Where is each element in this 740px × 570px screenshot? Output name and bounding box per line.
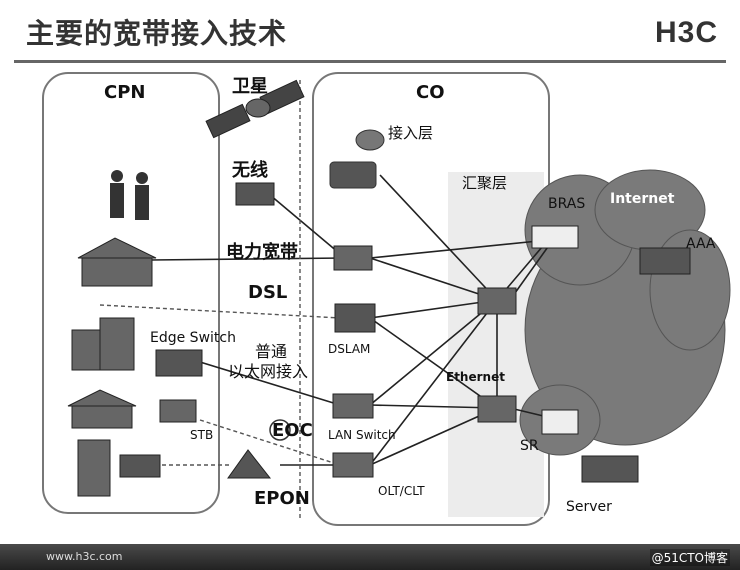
edge-switch-icon [155, 349, 203, 377]
splitter-icon [227, 449, 272, 479]
olt-clt-label: OLT/CLT [378, 484, 425, 498]
footer-bar: www.h3c.com @51CTO博客 [0, 544, 740, 570]
bras-label: BRAS [548, 196, 586, 212]
wireless-label: 无线 [232, 160, 268, 181]
wireless-ap-icon [235, 182, 275, 206]
users-icon [110, 170, 149, 220]
server-label: Server [566, 499, 612, 515]
dish-antenna-icon [329, 129, 385, 189]
cloud-switch-icon [541, 409, 579, 435]
lan-switch-label: LAN Switch [328, 428, 396, 442]
ethernet-access-label-1: 普通 [255, 342, 288, 361]
watermark: @51CTO博客 [649, 549, 730, 566]
h3c-logo: H3C [654, 16, 718, 49]
ethernet-label: Ethernet [446, 370, 505, 384]
bras-icon [531, 225, 579, 249]
eoc-label: EOC [272, 420, 313, 441]
cpn-label: CPN [104, 82, 146, 103]
aggregation-layer-label: 汇聚层 [462, 174, 508, 192]
edge-switch-label: Edge Switch [150, 330, 236, 346]
cpe-modem-icon [119, 454, 161, 478]
satellite-label: 卫星 [232, 76, 268, 97]
slide-title: 主要的宽带接入技术 [26, 17, 288, 50]
lan-switch-icon [332, 393, 374, 419]
stb-label: STB [190, 428, 214, 442]
satellite-icon [205, 79, 305, 139]
sr-router-icon [477, 395, 517, 423]
sr-label: SR [520, 438, 539, 454]
stb-icon [159, 399, 197, 423]
eoc-coupler-icon [269, 419, 291, 441]
ethernet-access-label-2: 以太网接入 [228, 362, 309, 381]
internet-label: Internet [610, 191, 675, 207]
epon-label: EPON [254, 488, 310, 509]
tower-building-icon [77, 439, 111, 497]
co-label: CO [416, 82, 445, 103]
olt-icon [332, 452, 374, 478]
footer-url: www.h3c.com [46, 550, 123, 563]
server-icon [581, 455, 639, 483]
small-house-icon [67, 389, 137, 429]
dslam-label: DSLAM [328, 342, 371, 356]
access-layer-label: 接入层 [388, 124, 434, 142]
house-icon [77, 237, 157, 287]
dsl-label: DSL [248, 282, 288, 303]
dslam-icon [334, 303, 376, 333]
cpn-zone [42, 72, 220, 514]
aggregation-switch-icon [477, 287, 517, 315]
title-divider [14, 60, 726, 63]
aaa-server-icon [639, 247, 691, 275]
access-switch-icon [333, 245, 373, 271]
buildings-icon [71, 317, 135, 371]
powerline-label: 电力宽带 [226, 242, 298, 263]
aaa-label: AAA [686, 236, 716, 252]
